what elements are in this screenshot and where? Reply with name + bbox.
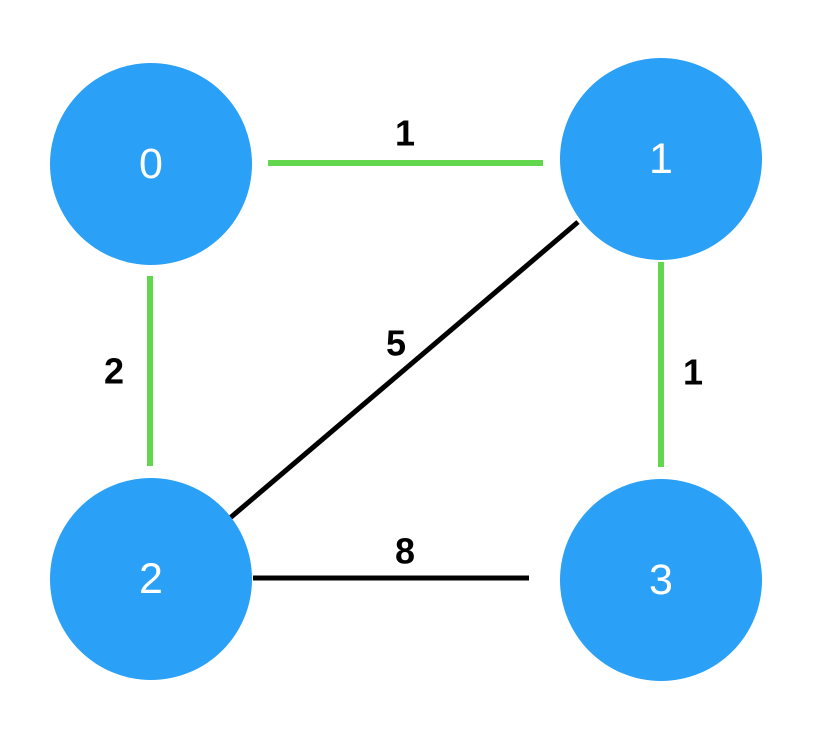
edge-weight-label-0-1: 1 bbox=[395, 113, 415, 154]
node-label-0: 0 bbox=[139, 140, 163, 188]
nodes-layer: 0 1 2 3 bbox=[50, 58, 762, 681]
edge-weight-label-1-3: 1 bbox=[683, 352, 703, 393]
node-circle-1[interactable] bbox=[560, 58, 762, 260]
edge-weight-label-0-2: 2 bbox=[104, 351, 124, 392]
node-label-1: 1 bbox=[649, 135, 673, 183]
node-label-2: 2 bbox=[139, 555, 163, 603]
graph-node-1[interactable]: 1 bbox=[560, 58, 762, 260]
graph-node-2[interactable]: 2 bbox=[50, 478, 252, 680]
edge-labels-layer: 1 2 1 5 8 bbox=[104, 113, 703, 572]
graph-node-3[interactable]: 3 bbox=[560, 479, 762, 681]
node-circle-0[interactable] bbox=[50, 63, 252, 265]
edge-weight-label-1-2: 5 bbox=[386, 323, 406, 364]
graph-edge-1-2[interactable] bbox=[228, 220, 580, 520]
edges-layer bbox=[147, 160, 664, 581]
node-circle-2[interactable] bbox=[50, 478, 252, 680]
graph-node-0[interactable]: 0 bbox=[50, 63, 252, 265]
edge-weight-label-2-3: 8 bbox=[395, 531, 415, 572]
node-label-3: 3 bbox=[649, 556, 673, 604]
node-circle-3[interactable] bbox=[560, 479, 762, 681]
